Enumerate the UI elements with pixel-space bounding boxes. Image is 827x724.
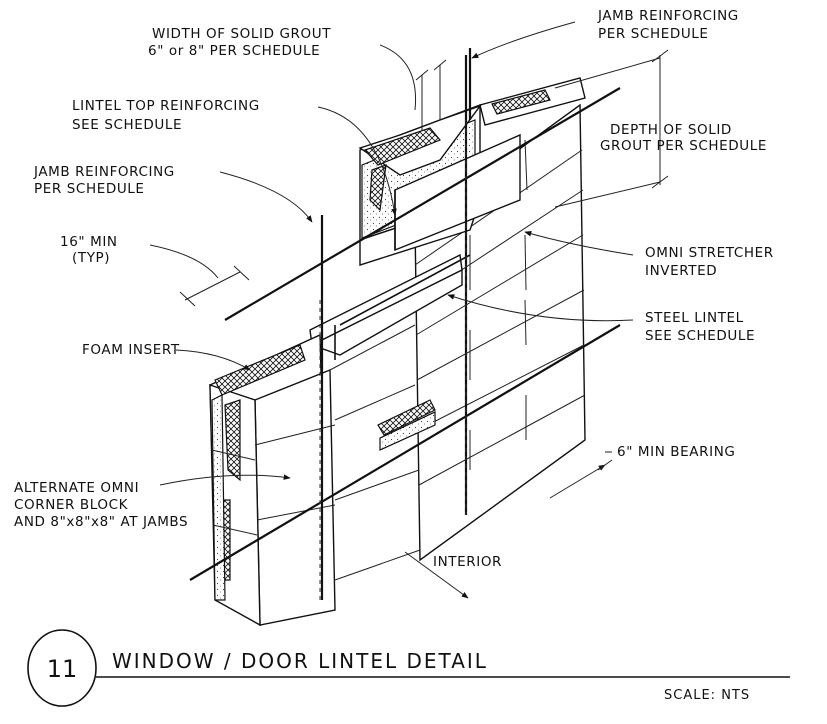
label-jamb-reinforcing-left-2: PER SCHEDULE: [34, 181, 145, 197]
label-omni-stretcher-1: OMNI STRETCHER: [645, 245, 774, 261]
label-lintel-top-reinforcing-1: LINTEL TOP REINFORCING: [72, 98, 260, 114]
label-width-solid-grout-2: 6" or 8" PER SCHEDULE: [148, 43, 320, 59]
label-16-min: 16" MIN: [60, 234, 118, 250]
detail-number: 11: [47, 655, 78, 683]
label-depth-solid-grout-2: GROUT PER SCHEDULE: [600, 138, 767, 154]
callout-labels: WIDTH OF SOLID GROUT 6" or 8" PER SCHEDU…: [14, 8, 774, 570]
label-interior: INTERIOR: [433, 554, 502, 570]
label-steel-lintel-2: SEE SCHEDULE: [645, 328, 755, 344]
label-alternate-omni-1: ALTERNATE OMNI: [14, 480, 139, 496]
label-jamb-reinforcing-top-2: PER SCHEDULE: [598, 26, 709, 42]
label-jamb-reinforcing-left-1: JAMB REINFORCING: [33, 164, 175, 180]
leader-lines: [149, 21, 634, 599]
bearing-dimension: [549, 459, 613, 499]
label-alternate-omni-2: CORNER BLOCK: [14, 497, 129, 513]
width-dimension: [415, 59, 447, 130]
lintel-block-course: [358, 103, 521, 266]
reinforcing-bars: [189, 48, 621, 600]
label-omni-stretcher-2: INVERTED: [645, 263, 717, 279]
title-block: 11 WINDOW / DOOR LINTEL DETAIL SCALE: NT…: [27, 629, 790, 707]
detail-number-bubble: [27, 629, 97, 707]
label-6-min-bearing: 6" MIN BEARING: [617, 444, 735, 460]
steel-lintel: [309, 253, 471, 360]
label-jamb-reinforcing-top-1: JAMB REINFORCING: [597, 8, 739, 24]
scale-note: SCALE: NTS: [664, 688, 750, 703]
detail-title: WINDOW / DOOR LINTEL DETAIL: [112, 649, 488, 673]
left-jamb: [209, 324, 436, 627]
label-width-solid-grout-1: WIDTH OF SOLID GROUT: [152, 26, 331, 42]
label-steel-lintel-1: STEEL LINTEL: [645, 310, 744, 326]
label-16-min-typ: (TYP): [72, 250, 110, 266]
label-alternate-omni-3: AND 8"x8"x8" AT JAMBS: [14, 514, 188, 530]
wall-assembly: [179, 48, 669, 627]
label-lintel-top-reinforcing-2: SEE SCHEDULE: [72, 117, 182, 133]
label-foam-insert: FOAM INSERT: [82, 342, 180, 358]
depth-dimension: [554, 49, 669, 208]
min-16-dimension: [179, 265, 250, 307]
label-depth-solid-grout-1: DEPTH OF SOLID: [610, 122, 732, 138]
